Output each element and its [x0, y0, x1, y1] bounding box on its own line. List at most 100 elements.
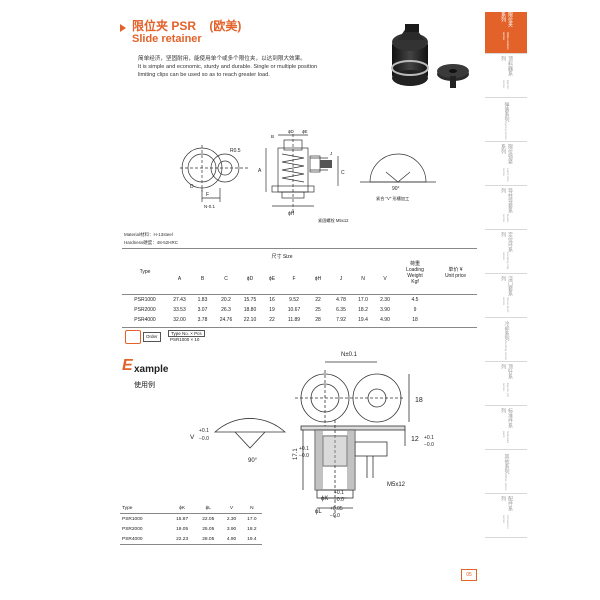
table-cell: Type	[120, 503, 170, 514]
table-cell: V	[221, 503, 242, 514]
table-cell: 18	[412, 317, 418, 323]
product-photo	[391, 24, 469, 88]
k-tol-down: −0.0	[334, 497, 344, 503]
technical-drawing: R0.5 D F N-0.1 A B ϕD ϕE C ϕH J 紧固螺栓 M5x…	[180, 130, 436, 224]
d-label: D	[190, 184, 194, 190]
v-note: 紧合 "V" 形槽加工	[376, 195, 409, 202]
h18-label: 18	[415, 397, 423, 404]
table-cell: PSR2000	[122, 526, 143, 532]
table-cell: 26.3	[221, 307, 231, 313]
r-label: R0.5	[230, 148, 241, 154]
col-a: A	[177, 276, 182, 282]
table-cell	[434, 315, 477, 325]
table-cell: 4.5	[411, 297, 419, 303]
table-cell: 1.83	[197, 297, 208, 303]
h-dia-label: ϕH	[288, 211, 295, 217]
table-cell: 20.2	[221, 297, 231, 303]
col-j: J	[339, 276, 343, 282]
table-cell: 3.07	[197, 307, 208, 313]
product-description: 简单经济，坚固耐用，能使用单个或多个限位夹，以达到限大效果。 It is sim…	[138, 56, 318, 79]
table-cell: 9.52	[289, 297, 299, 303]
table-cell: 18.2	[358, 307, 368, 313]
page-number: 05	[461, 569, 477, 581]
table-cell: 10.67	[287, 307, 301, 313]
l-tol-up: +0.05	[330, 506, 343, 512]
col-v: V	[383, 276, 387, 282]
table-cell: 3.90	[380, 307, 390, 313]
n-dim-label: N±0.1	[341, 352, 358, 358]
table-cell: 28	[315, 317, 321, 323]
page-title-en: Slide retainer	[132, 33, 202, 45]
table-cell: PSR1000	[134, 297, 156, 303]
hardness-line: Hardness硬度：48-52HRC	[124, 240, 179, 245]
l-dia-label: ϕL	[315, 509, 322, 515]
spec-table: Type 尺寸 Size 荷重 Loading Weight Kgf 单价 ¥ …	[122, 249, 477, 325]
n-label: N-0.1	[204, 204, 216, 209]
order-label: Order	[143, 332, 161, 342]
k-dia-label: ϕK	[321, 496, 328, 502]
table-cell: 3.90	[226, 526, 237, 532]
example-drawing: N±0.1 18 90° 17.1 12 M5x12 ϕK ϕL	[213, 352, 423, 520]
table-cell: 22	[315, 297, 321, 303]
table-cell: 27.43	[173, 297, 186, 303]
table-cell: 25	[315, 307, 321, 313]
table-cell: ϕL	[195, 503, 222, 514]
table-cell: 2.30	[380, 297, 390, 303]
example-heading: xample	[134, 364, 169, 375]
table-cell: 17.0	[358, 297, 368, 303]
col-load: 荷重 Loading Weight Kgf	[406, 260, 424, 285]
table-cell: 22.23	[169, 534, 196, 545]
table-cell: PSR2000	[134, 307, 156, 313]
v-dim-label: V	[190, 434, 195, 441]
table-cell: 2.30	[226, 516, 237, 522]
table-cell	[434, 305, 477, 315]
table-cell: 22	[269, 317, 275, 323]
table-cell: 19.4	[358, 317, 368, 323]
d12-tol-up: +0.1	[424, 435, 434, 441]
table-cell: 15.75	[243, 297, 257, 303]
table-cell: 7.92	[336, 317, 346, 323]
table-rule-top	[122, 248, 477, 249]
col-h: ϕH	[314, 276, 322, 282]
b-label: B	[271, 134, 274, 139]
table-cell: 25.05	[202, 526, 215, 532]
thread-note: 紧固螺栓 M5x12	[318, 217, 349, 224]
d171-tol-down: −0.0	[299, 453, 309, 459]
page-title-cn: 限位夹 PSR (欧美)	[132, 19, 242, 33]
table-cell: 32.00	[173, 317, 186, 323]
v-tol-up: +0.1	[199, 428, 209, 434]
table-cell: 19.4	[241, 534, 262, 545]
table-cell: 24.76	[219, 317, 233, 323]
table-rule-mid	[122, 294, 477, 295]
col-n: N	[361, 276, 365, 282]
d12-tol-down: −0.0	[424, 442, 434, 448]
col-type: Type	[139, 269, 151, 275]
table-cell: 4.90	[380, 317, 390, 323]
f-label: F	[206, 192, 209, 198]
table-cell: 15.87	[176, 516, 189, 522]
table-cell: N	[241, 503, 262, 514]
col-d: ϕD	[246, 276, 254, 282]
d-dia-label: ϕD	[288, 130, 295, 134]
title-bullet-icon	[120, 24, 126, 32]
table-cell: 18.2	[247, 526, 257, 532]
